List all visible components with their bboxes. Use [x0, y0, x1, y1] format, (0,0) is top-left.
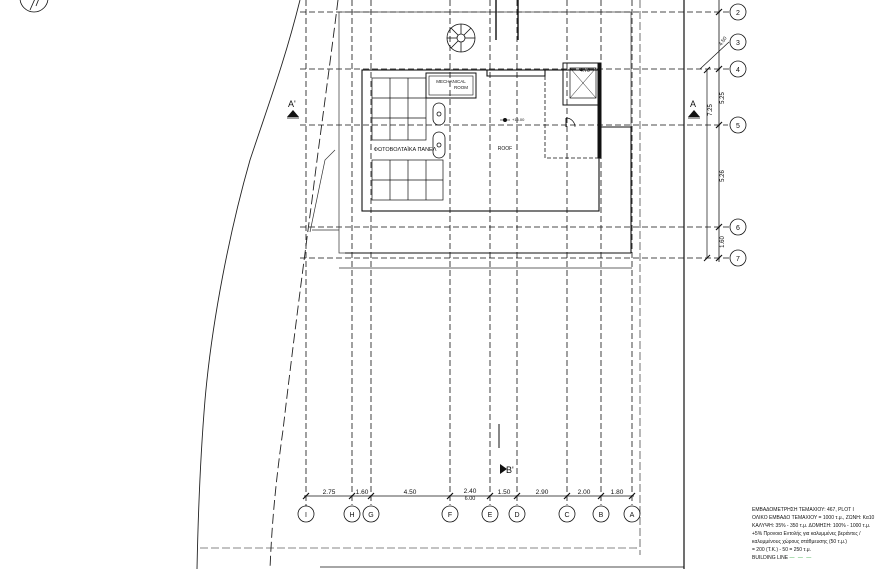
north-arrow-icon — [19, 0, 49, 13]
grid-bubble-2: 2 — [729, 3, 747, 21]
grid-bubble-a: A — [623, 505, 641, 523]
grid-bubble-g: G — [362, 505, 380, 523]
grid-bubble-label: F — [448, 512, 452, 519]
roof-outline — [345, 69, 632, 254]
grid-bubble-label: 5 — [736, 123, 740, 130]
grid-bubble-5: 5 — [729, 116, 747, 134]
grid-bubble-e: E — [481, 505, 499, 523]
bottom-dimension-line — [302, 492, 636, 500]
grid-bubble-label: G — [368, 512, 373, 519]
grid-bubble-4: 4 — [729, 60, 747, 78]
dim-sub-label: 6.00 — [465, 496, 476, 502]
grid-bubble-label: B — [599, 512, 604, 519]
dim-label: 1.60 — [356, 489, 369, 496]
right-dimension-line — [703, 0, 723, 262]
grid-bubble-label: E — [488, 512, 493, 519]
building-line-legend: BUILDING LINE — — — — [752, 555, 813, 561]
dim-label: 5.26 — [720, 170, 726, 182]
grid-line-3-diagonal — [699, 41, 730, 70]
grid-bubble-label: H — [349, 512, 354, 519]
dim-label: 1.80 — [611, 489, 624, 496]
dim-label: 2.75 — [323, 489, 336, 496]
grid-bubble-label: 6 — [736, 225, 740, 232]
note-line: ΚΑΛΥΨΗ: 35% - 350 τ.μ. ΔΟΜΗΣΗ: 100% - 10… — [752, 523, 871, 529]
grid-bubble-7: 7 — [729, 249, 747, 267]
note-line: καλυμμένους χώρους στάθμευσης (50 τ.μ.) — [752, 539, 847, 545]
dim-label: 5.25 — [720, 92, 726, 104]
grid-bubble-label: 4 — [736, 67, 740, 74]
grid-bubble-label: I — [305, 512, 307, 519]
note-line: ΟΛΙΚΟ ΕΜΒΑΔΟ ΤΕΜΑΧΙΟΥ = 1000 τ.μ., ΖΩΝΗ:… — [752, 515, 875, 521]
grid-lines-horizontal — [300, 11, 730, 259]
row-grid-bubbles: 2 3 4 5 6 7 — [729, 3, 747, 267]
note-line: ΕΜΒΑΔΟΜΕΤΡΗΣΗ ΤΕΜΑΧΙΟΥ: 467, PLOT I — [752, 507, 854, 513]
mechanical-room: MECHANICAL ROOM — [425, 72, 477, 99]
grid-bubble-3: 3 — [729, 33, 747, 51]
grid-bubble-c: C — [558, 505, 576, 523]
section-a-right-label: A — [690, 99, 696, 109]
dim-label: 1.60 — [720, 236, 726, 248]
dim-label: 2.00 — [578, 489, 591, 496]
level-marker-label: +16.00 — [512, 117, 525, 122]
grid-bubble-6: 6 — [729, 218, 747, 236]
mechanical-room-label: MECHANICAL — [436, 79, 466, 84]
water-tank-icons — [432, 102, 446, 159]
plot-boundary — [196, 0, 339, 569]
core-dashed-outline — [544, 76, 601, 159]
grid-bubble-label: A — [630, 512, 635, 519]
lift-dim-label: 4.70 — [580, 68, 590, 74]
lift-core — [562, 62, 602, 159]
section-marker-a-left: A' — [287, 99, 299, 119]
dim-label: 4.50 — [404, 489, 417, 496]
area-notes: ΕΜΒΑΔΟΜΕΤΡΗΣΗ ΤΕΜΑΧΙΟΥ: 467, PLOT I ΟΛΙΚ… — [752, 506, 884, 562]
right-dimension-values: 7.25 5.25 5.26 1.60 4.50 — [708, 36, 729, 248]
building-footprint — [309, 11, 632, 269]
grid-bubble-label: 3 — [736, 40, 740, 47]
level-marker: +16.00 — [500, 117, 525, 122]
column-grid-bubbles: I H G F E D C B A — [297, 505, 641, 523]
section-a-left-label: A' — [288, 99, 296, 109]
grid-bubble-label: D — [514, 512, 519, 519]
dim-label: 2.40 — [464, 488, 477, 495]
solar-panel-array — [371, 77, 444, 201]
section-b-label: B' — [506, 465, 514, 475]
bottom-dimension-values: 2.75 1.60 4.50 2.40 1.50 2.90 2.00 1.80 … — [323, 488, 624, 502]
grid-bubble-h: H — [343, 505, 361, 523]
building-line-label: BUILDING LINE — [752, 555, 789, 561]
dim-label: 2.90 — [536, 489, 549, 496]
grid-bubble-label: 2 — [736, 10, 740, 17]
dim-label: 1.50 — [498, 489, 511, 496]
dim-label: 7.25 — [708, 104, 714, 116]
plot-edges — [200, 0, 685, 569]
solar-panels-label: ΦΩΤΟΒΟΛΤΑΪΚΑ ΠΑΝΕΛ — [374, 146, 437, 153]
grid-bubble-f: F — [441, 505, 459, 523]
top-walls — [495, 0, 519, 40]
grid-bubble-label: 7 — [736, 256, 740, 263]
spiral-stair-icon — [446, 23, 476, 53]
section-marker-a-right: A — [688, 99, 700, 119]
note-line: = 200 (Τ.Κ.) - 50 = 250 τ.μ. — [752, 547, 812, 553]
grid-bubble-i: I — [297, 505, 315, 523]
grid-bubble-d: D — [508, 505, 526, 523]
mechanical-room-label-2: ROOM — [454, 85, 468, 90]
grid-bubble-b: B — [592, 505, 610, 523]
section-marker-b: B' — [498, 424, 514, 475]
grid-bubble-label: C — [564, 512, 569, 519]
dim-label: 4.50 — [718, 36, 729, 48]
roof-label: ROOF — [498, 146, 512, 152]
note-line: +5% Προνοια Εντολής για καλυμμένες βεράν… — [752, 531, 861, 537]
